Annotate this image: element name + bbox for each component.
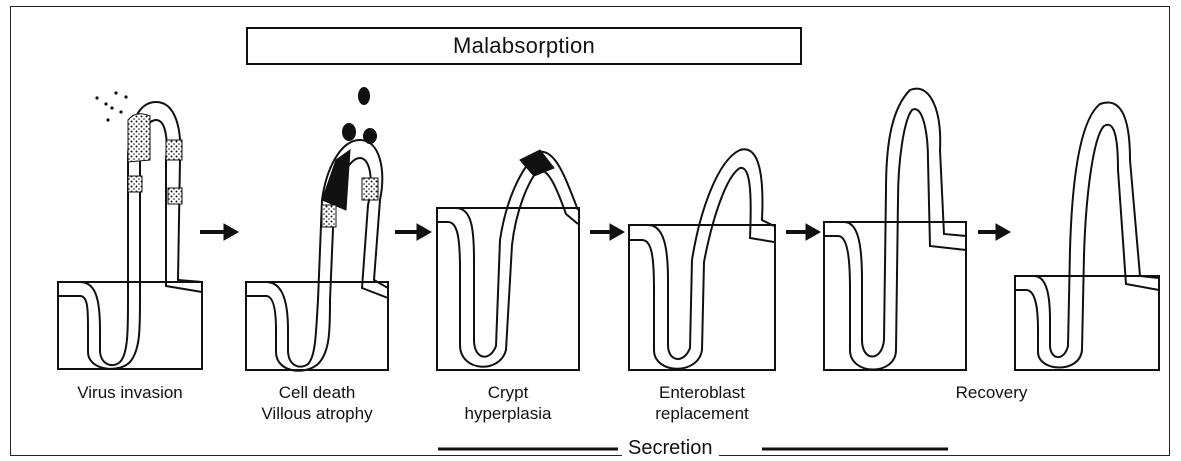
stage-label-line: Enteroblast	[629, 382, 775, 403]
sloughed-cells	[342, 87, 377, 144]
secretion-label: Secretion	[622, 437, 719, 459]
virus-particles	[95, 91, 127, 121]
stage-label-line: Cell death	[246, 382, 388, 403]
stage-label-enteroblast: Enteroblast replacement	[629, 382, 775, 424]
villus-4	[629, 149, 775, 370]
arrow-4-icon	[786, 224, 820, 240]
villus-3	[437, 150, 579, 370]
stage-label-line: replacement	[629, 403, 775, 424]
villus-2	[246, 140, 388, 371]
stage-label-line: Crypt	[437, 382, 579, 403]
stage-label-line: Recovery	[824, 382, 1159, 403]
stage-label-line: hyperplasia	[437, 403, 579, 424]
villus-1	[58, 102, 202, 369]
arrow-1-icon	[200, 224, 238, 240]
stage-label-line: Villous atrophy	[246, 403, 388, 424]
arrow-3-icon	[590, 224, 624, 240]
stage-label-virus-invasion: Virus invasion	[58, 382, 202, 403]
villus-6	[1015, 102, 1159, 370]
stage-label-recovery: Recovery	[824, 382, 1159, 403]
villus-5	[824, 89, 966, 370]
arrow-2-icon	[395, 224, 431, 240]
stage-label-line: Virus invasion	[58, 382, 202, 403]
stage-label-crypt-hyperplasia: Crypt hyperplasia	[437, 382, 579, 424]
arrow-5-icon	[978, 224, 1010, 240]
stage-label-cell-death: Cell death Villous atrophy	[246, 382, 388, 424]
